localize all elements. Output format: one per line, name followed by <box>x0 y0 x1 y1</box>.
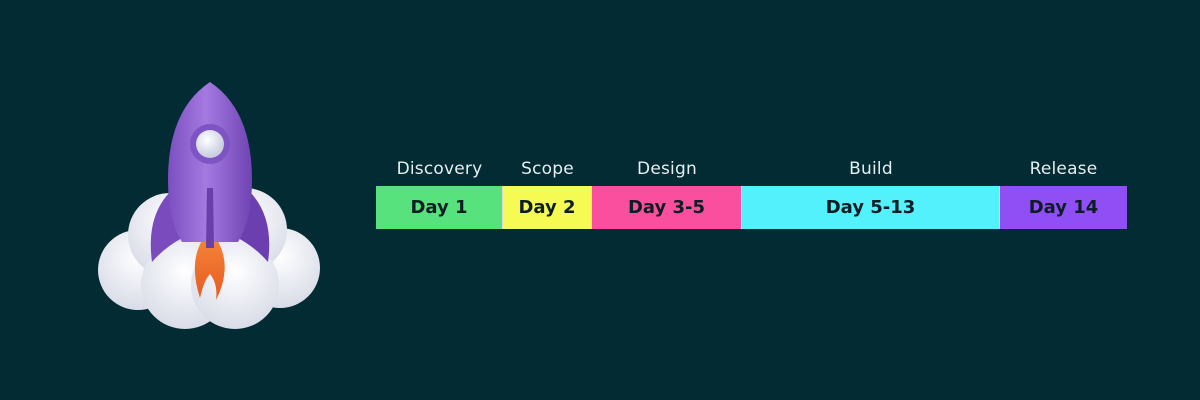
timeline-segment-design: Day 3-5 <box>592 186 742 229</box>
timeline-segment-build: Day 5-13 <box>742 186 1000 229</box>
timeline-segment-scope: Day 2 <box>503 186 592 229</box>
rocket-launch-icon <box>98 82 320 329</box>
timeline-segment-discovery: Day 1 <box>376 186 503 229</box>
phase-label-release: Release <box>1029 159 1098 179</box>
phase-label-discovery: Discovery <box>396 159 483 179</box>
phase-label-scope: Scope <box>521 159 574 179</box>
phase-label-build: Build <box>849 159 893 179</box>
timeline-segment-release: Day 14 <box>1000 186 1127 229</box>
phase-label-design: Design <box>637 159 697 179</box>
